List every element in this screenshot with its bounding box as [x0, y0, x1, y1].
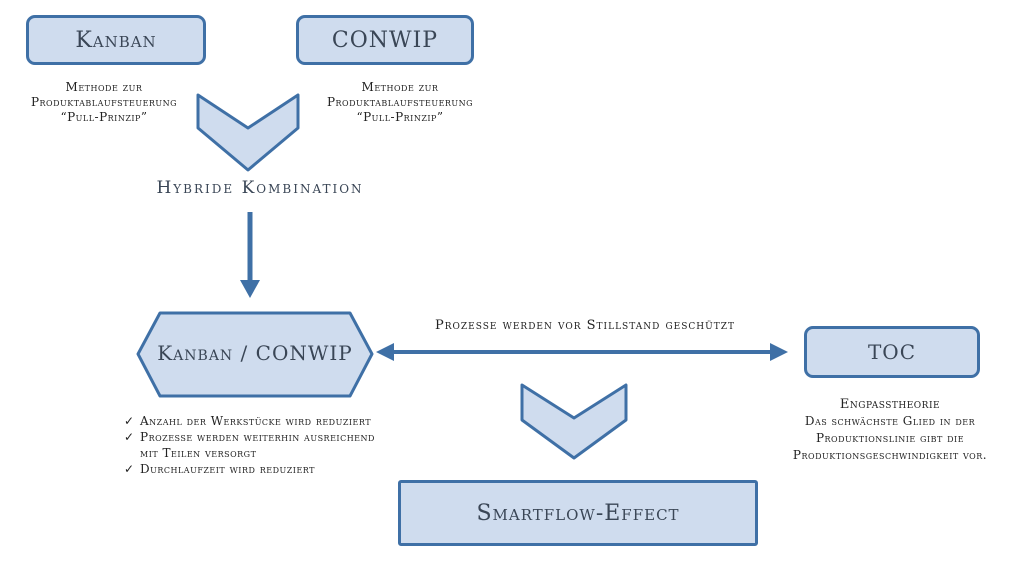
chevron-merge-icon [196, 93, 300, 172]
check-icon: ✓ [124, 414, 135, 428]
result-box: Smartflow-Effect [398, 480, 758, 546]
kanban-caption: Methode zur Produktablaufsteuerung “Pull… [30, 80, 178, 124]
list-item: ✓Durchlaufzeit wird reduziert [124, 462, 316, 476]
list-item: ✓Prozesse werden weiterhin ausreichend [124, 430, 375, 444]
arrow-label: Prozesse werden vor Stillstand geschützt [435, 318, 735, 333]
benefits-list: ✓Anzahl der Werkstücke wird reduziert ✓P… [124, 413, 375, 477]
toc-heading: Engpasstheorie [839, 397, 941, 412]
combined-title: Kanban / CONWIP [157, 341, 353, 365]
list-item: ✓Anzahl der Werkstücke wird reduziert [124, 414, 372, 428]
conwip-caption: Methode zur Produktablaufsteuerung “Pull… [326, 80, 474, 124]
conwip-box: CONWIP [296, 15, 474, 65]
down-arrow-icon [240, 212, 260, 298]
hybrid-label: Hybride Kombination [156, 178, 364, 198]
kanban-box: Kanban [26, 15, 206, 65]
kanban-title: Kanban [75, 27, 157, 53]
toc-caption: Engpasstheorie Das schwächste Glied in d… [770, 396, 1010, 464]
list-item: mit Teilen versorgt [140, 446, 257, 460]
check-icon: ✓ [124, 462, 135, 476]
check-icon: ✓ [124, 430, 135, 444]
combined-hexagon [136, 311, 374, 398]
conwip-title: CONWIP [331, 27, 439, 53]
toc-box: TOC [804, 326, 980, 378]
toc-title: TOC [867, 340, 917, 364]
result-title: Smartflow-Effect [476, 500, 680, 526]
double-arrow-icon [376, 343, 788, 361]
chevron-result-icon [520, 383, 628, 460]
